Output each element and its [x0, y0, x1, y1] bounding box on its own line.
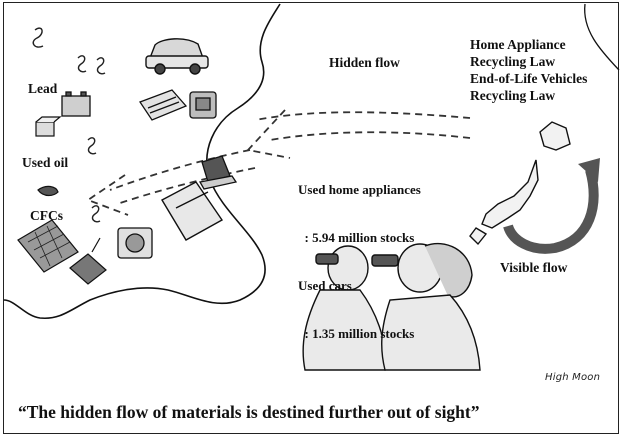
stock-stats: Used home appliances : 5.94 million stoc… — [298, 150, 421, 358]
people-with-binoculars-icon — [302, 242, 481, 371]
circuit-board-icon — [17, 219, 79, 273]
telephone-icon — [189, 91, 217, 119]
caption: “The hidden flow of materials is destine… — [18, 402, 480, 422]
refrigerator-icon — [161, 181, 224, 241]
oil-drip-icon — [37, 185, 59, 197]
coastline — [3, 3, 281, 320]
stat-line: : 5.94 million stocks — [298, 230, 415, 245]
signature: High Moon — [545, 372, 601, 383]
fume-squiggles — [32, 27, 106, 223]
stat-line: : 1.35 million stocks — [298, 326, 415, 341]
car-icon — [145, 38, 209, 75]
japan-map-icon — [469, 121, 571, 246]
coastline-east — [584, 3, 620, 71]
laptop-icon — [198, 155, 238, 190]
cfcs-label: CFCs — [30, 208, 63, 223]
hidden-flow-label: Hidden flow — [329, 55, 400, 70]
visible-flow-label: Visible flow — [500, 260, 568, 275]
small-container-icon — [35, 116, 62, 137]
air-conditioner-icon — [139, 89, 188, 121]
hidden-flow-arrows — [86, 109, 471, 216]
law-line: Recycling Law — [470, 88, 556, 103]
mobile-phone-icon — [69, 237, 107, 285]
washing-machine-icon — [117, 227, 153, 259]
law-line: Home Appliance — [470, 37, 566, 52]
law-line: Recycling Law — [470, 54, 556, 69]
battery-icon — [61, 91, 91, 117]
stat-line: Used home appliances — [298, 182, 421, 197]
cycle-arrow-icon — [503, 158, 600, 254]
law-text: Home Appliance Recycling Law End-of-Life… — [470, 36, 587, 104]
illustration-frame — [3, 2, 619, 434]
lead-label: Lead — [28, 81, 58, 96]
used-oil-label: Used oil — [22, 155, 69, 170]
law-line: End-of-Life Vehicles — [470, 71, 588, 86]
stat-line: Used cars — [298, 278, 352, 293]
